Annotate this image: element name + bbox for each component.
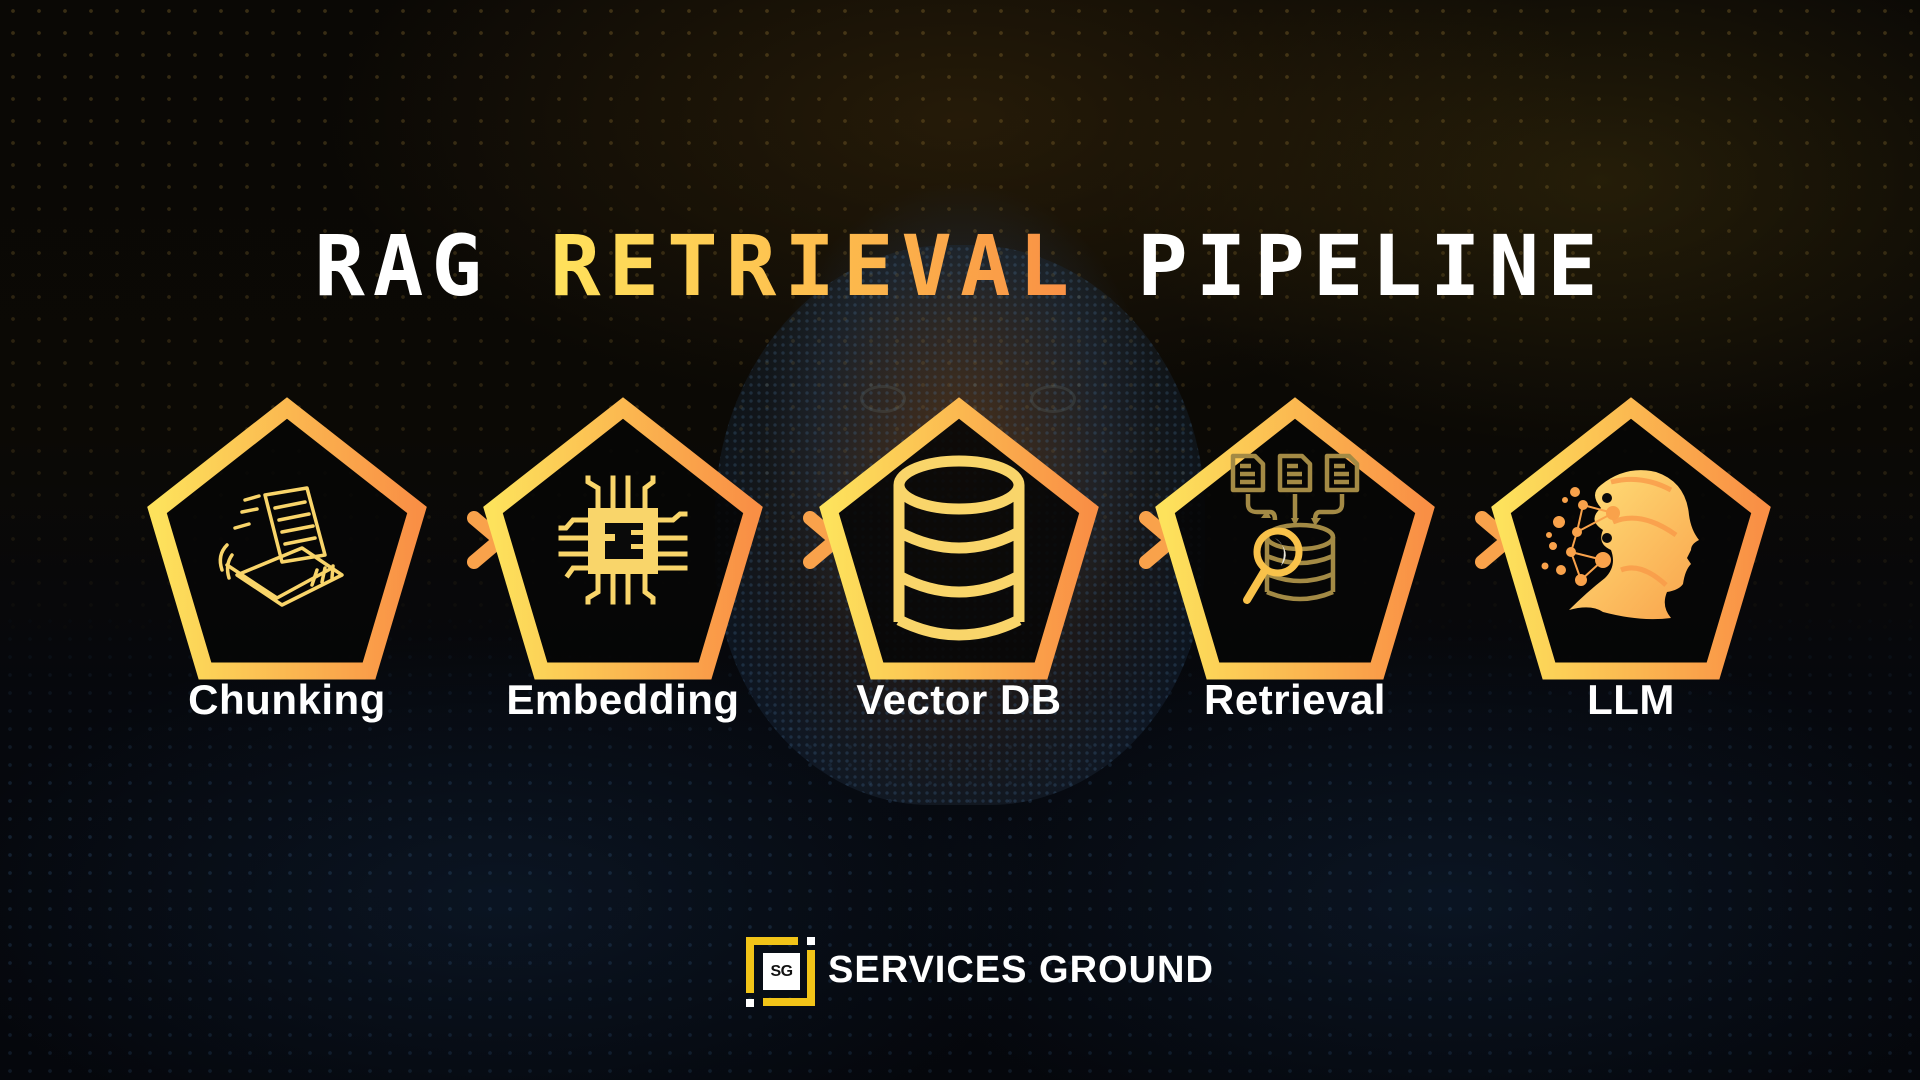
pipeline-step-embedding [493,408,753,671]
pipeline-step-retrieval [1165,408,1425,671]
title-word-pipeline: PIPELINE [1137,217,1606,316]
title-word-retrieval: RETRIEVAL [549,217,1078,316]
pipeline-step-vector-db [829,408,1089,671]
chip-icon [558,475,688,605]
arrow-right-icon [1422,518,1508,562]
arrow-right-icon [414,518,500,562]
logo-mark-text: SG [763,953,800,990]
database-icon [893,455,1025,641]
title-word-rag: RAG [314,217,490,316]
arrow-right-icon [1086,518,1172,562]
step-label-vector-db: Vector DB [856,676,1062,723]
step-label-chunking: Chunking [188,676,386,723]
step-label-embedding: Embedding [506,676,740,723]
pipeline-step-chunking [157,408,417,671]
documents-chunking-icon [218,486,344,607]
face-eye-right [1030,385,1076,413]
arrow-right-icon [750,518,836,562]
services-ground-logo: SG SERVICES GROUND [746,937,1213,1007]
pentagon-frame [157,408,417,671]
ai-head-icon [1541,470,1699,620]
brand-name: SERVICES GROUND [828,949,1214,991]
logo-mark-icon: SG [746,937,816,1007]
step-label-retrieval: Retrieval [1204,676,1386,723]
step-label-llm: LLM [1587,676,1675,723]
search-documents-database-icon [1230,453,1360,604]
pipeline-step-llm [1501,408,1761,671]
face-eye-left [860,385,906,413]
